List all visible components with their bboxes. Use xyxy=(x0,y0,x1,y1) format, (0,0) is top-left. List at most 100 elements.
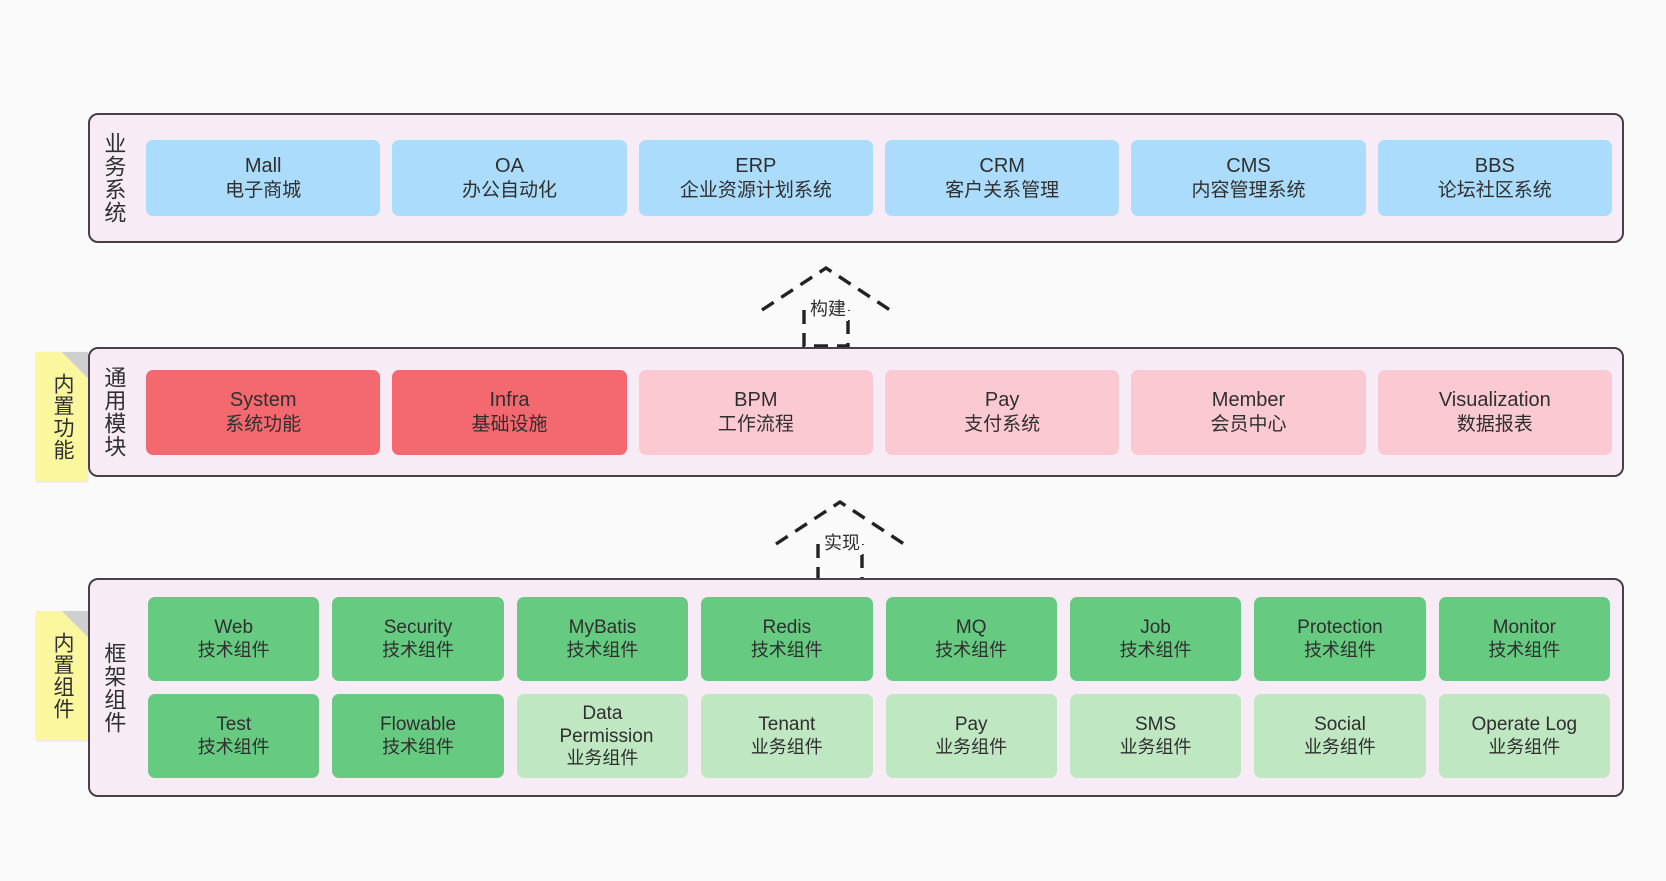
component-type-cn: 技术组件 xyxy=(197,736,270,757)
module-name-cn: 工作流程 xyxy=(717,413,794,435)
component-card-tenant[interactable]: Tenant 业务组件 xyxy=(701,694,873,778)
component-type-cn: 技术组件 xyxy=(1119,639,1192,660)
framework-row-business: Test 技术组件 Flowable 技术组件 Data Permission … xyxy=(148,694,1610,778)
module-name-cn: 内容管理系统 xyxy=(1191,179,1306,201)
component-card-security[interactable]: Security 技术组件 xyxy=(332,597,504,681)
module-name-cn: 办公自动化 xyxy=(461,179,557,201)
component-name-en: Job xyxy=(1140,617,1171,639)
component-name-en: Monitor xyxy=(1492,617,1556,639)
component-name-en: MQ xyxy=(955,617,987,639)
component-name-en: Security xyxy=(383,617,453,639)
module-name-cn: 客户关系管理 xyxy=(945,179,1060,201)
page-fold-icon xyxy=(62,352,88,378)
layer-title-business-system: 业务系统 xyxy=(101,132,127,224)
component-card-data-permission[interactable]: Data Permission 业务组件 xyxy=(516,694,689,778)
layer-framework-component: 框架组件 Web 技术组件 Security 技术组件 MyBatis 技术组件… xyxy=(88,578,1624,797)
component-card-mq[interactable]: MQ 技术组件 xyxy=(885,597,1057,681)
component-card-web[interactable]: Web 技术组件 xyxy=(148,597,320,681)
connector-implement: 实现 xyxy=(772,496,912,582)
component-card-operate-log[interactable]: Operate Log 业务组件 xyxy=(1438,694,1610,778)
module-card-mall[interactable]: Mall 电子商城 xyxy=(146,140,381,216)
component-type-cn: 业务组件 xyxy=(566,748,639,769)
component-name-en: Pay xyxy=(954,714,988,736)
component-card-redis[interactable]: Redis 技术组件 xyxy=(701,597,873,681)
module-card-cms[interactable]: CMS 内容管理系统 xyxy=(1131,140,1366,216)
module-name-cn: 企业资源计划系统 xyxy=(679,179,832,201)
module-name-en: CRM xyxy=(979,155,1025,178)
component-type-cn: 技术组件 xyxy=(197,639,270,660)
module-name-en: Pay xyxy=(984,389,1020,412)
component-card-mybatis[interactable]: MyBatis 技术组件 xyxy=(516,597,689,681)
layer-business-system: 业务系统 Mall 电子商城 OA 办公自动化 ERP 企业资源计划系统 CRM… xyxy=(88,113,1624,243)
component-type-cn: 业务组件 xyxy=(1119,736,1192,757)
module-name-en: Member xyxy=(1211,389,1286,412)
module-name-cn: 论坛社区系统 xyxy=(1437,179,1552,201)
component-name-en: Web xyxy=(214,617,254,639)
module-card-crm[interactable]: CRM 客户关系管理 xyxy=(884,140,1120,216)
module-card-system[interactable]: System 系统功能 xyxy=(146,369,381,455)
module-card-bbs[interactable]: BBS 论坛社区系统 xyxy=(1377,140,1612,216)
module-name-en: CMS xyxy=(1226,155,1271,178)
component-type-cn: 技术组件 xyxy=(750,639,823,660)
sticky-note-label: 内置组件 xyxy=(50,631,74,720)
component-type-cn: 技术组件 xyxy=(1488,639,1561,660)
module-name-cn: 数据报表 xyxy=(1456,413,1533,435)
component-name-en: Test xyxy=(216,714,252,736)
component-card-pay[interactable]: Pay 业务组件 xyxy=(885,694,1057,778)
sticky-note-builtin-component: 内置组件 xyxy=(36,611,88,740)
layer-title-common-module: 通用模块 xyxy=(101,366,127,458)
module-card-erp[interactable]: ERP 企业资源计划系统 xyxy=(638,140,873,216)
module-card-bpm[interactable]: BPM 工作流程 xyxy=(638,369,873,455)
module-name-en: BBS xyxy=(1474,155,1515,178)
module-card-oa[interactable]: OA 办公自动化 xyxy=(392,140,627,216)
component-card-sms[interactable]: SMS 业务组件 xyxy=(1069,694,1242,778)
component-name-en: Operate Log xyxy=(1471,714,1578,736)
connector-label-implement: 实现 xyxy=(822,529,862,555)
layer-body-common-module: System 系统功能 Infra 基础设施 BPM 工作流程 Pay 支付系统… xyxy=(136,349,1622,475)
component-name-en: Flowable xyxy=(380,714,457,736)
component-type-cn: 业务组件 xyxy=(1488,736,1561,757)
module-name-en: Mall xyxy=(244,155,282,178)
module-name-en: System xyxy=(229,389,297,412)
module-name-en: Infra xyxy=(489,389,530,412)
module-name-cn: 基础设施 xyxy=(471,413,548,435)
generalization-arrowhead-build xyxy=(761,265,891,312)
component-card-flowable[interactable]: Flowable 技术组件 xyxy=(332,694,504,778)
component-type-cn: 技术组件 xyxy=(1303,639,1376,660)
module-card-infra[interactable]: Infra 基础设施 xyxy=(392,369,627,455)
module-card-member[interactable]: Member 会员中心 xyxy=(1131,369,1366,455)
module-card-pay[interactable]: Pay 支付系统 xyxy=(884,369,1120,455)
connector-build: 构建 xyxy=(758,262,898,348)
component-name-en: Redis xyxy=(762,617,812,639)
component-type-cn: 技术组件 xyxy=(935,639,1008,660)
module-name-en: BPM xyxy=(734,389,778,412)
component-name-en: Tenant xyxy=(758,714,816,736)
module-name-en: Visualization xyxy=(1438,389,1551,412)
generalization-arrowhead-implement xyxy=(775,499,905,546)
sticky-note-builtin-function: 内置功能 xyxy=(36,352,88,481)
component-card-monitor[interactable]: Monitor 技术组件 xyxy=(1438,597,1610,681)
page-fold-icon xyxy=(62,611,88,637)
component-card-protection[interactable]: Protection 技术组件 xyxy=(1254,597,1426,681)
component-card-job[interactable]: Job 技术组件 xyxy=(1069,597,1242,681)
layer-body-business-system: Mall 电子商城 OA 办公自动化 ERP 企业资源计划系统 CRM 客户关系… xyxy=(136,115,1622,241)
component-name-en: Protection xyxy=(1297,617,1383,639)
framework-row-technical: Web 技术组件 Security 技术组件 MyBatis 技术组件 Redi… xyxy=(148,597,1610,681)
module-name-cn: 会员中心 xyxy=(1210,413,1287,435)
component-card-test[interactable]: Test 技术组件 xyxy=(148,694,320,778)
component-name-en: SMS xyxy=(1134,714,1177,736)
component-type-cn: 技术组件 xyxy=(382,736,455,757)
sticky-note-label: 内置功能 xyxy=(50,372,74,461)
module-name-cn: 支付系统 xyxy=(964,413,1041,435)
component-type-cn: 业务组件 xyxy=(750,736,823,757)
layer-title-framework-component: 框架组件 xyxy=(101,641,127,734)
component-card-social[interactable]: Social 业务组件 xyxy=(1254,694,1426,778)
component-name-en: Social xyxy=(1314,714,1366,736)
generalization-stem-build xyxy=(802,310,850,348)
module-name-cn: 电子商城 xyxy=(225,179,302,201)
module-card-visualization[interactable]: Visualization 数据报表 xyxy=(1377,369,1612,455)
component-type-cn: 业务组件 xyxy=(935,736,1008,757)
component-type-cn: 技术组件 xyxy=(382,639,455,660)
module-name-en: OA xyxy=(495,155,524,178)
